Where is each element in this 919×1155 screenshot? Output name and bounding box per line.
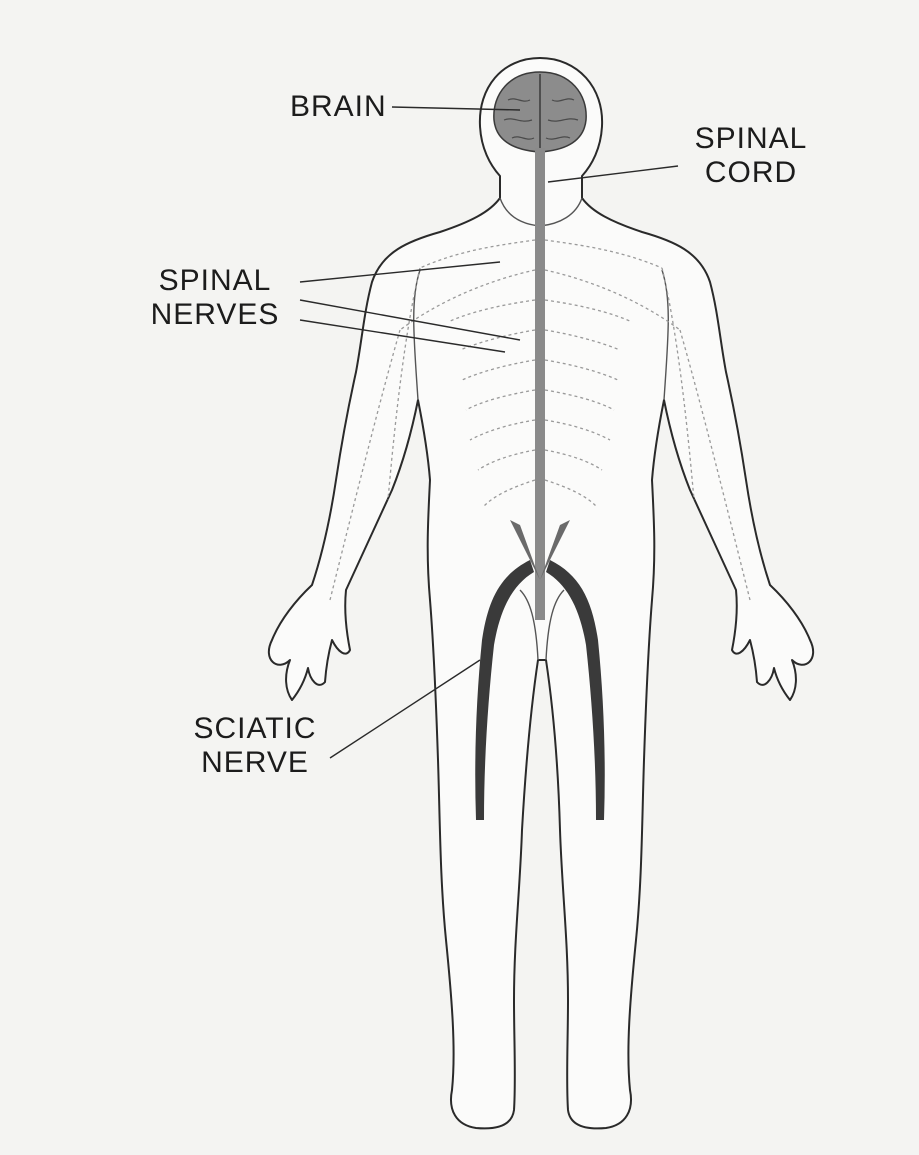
label-spinal-cord-line2: CORD <box>676 156 826 190</box>
brain-shape <box>494 72 586 152</box>
label-spinal-nerves: SPINAL NERVES <box>130 264 300 332</box>
label-spinal-nerves-line2: NERVES <box>130 298 300 332</box>
label-sciatic-nerve-line1: SCIATIC <box>170 712 340 746</box>
spinal-cord-shape <box>535 148 545 620</box>
label-brain-text: BRAIN <box>290 90 387 124</box>
label-brain: BRAIN <box>290 90 387 124</box>
label-spinal-cord-line1: SPINAL <box>676 122 826 156</box>
label-spinal-cord: SPINAL CORD <box>676 122 826 190</box>
label-sciatic-nerve: SCIATIC NERVE <box>170 712 340 780</box>
label-spinal-nerves-line1: SPINAL <box>130 264 300 298</box>
label-sciatic-nerve-line2: NERVE <box>170 746 340 780</box>
